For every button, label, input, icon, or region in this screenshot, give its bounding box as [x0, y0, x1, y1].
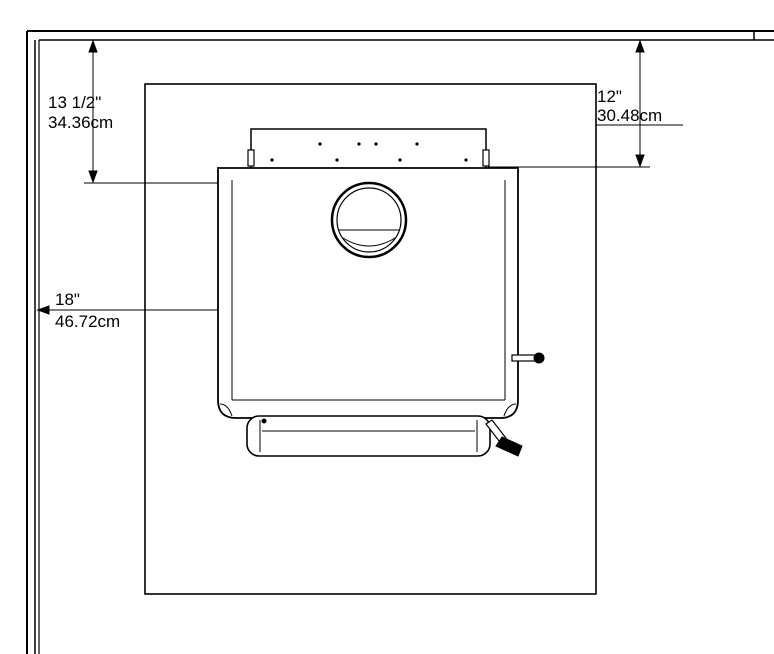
hearth-pad — [144, 83, 597, 595]
stove — [217, 128, 545, 457]
stove-body — [217, 167, 519, 419]
flue-collar — [330, 181, 408, 259]
rear-bracket — [250, 128, 487, 170]
front-lever — [485, 419, 523, 457]
top-right-metric-label: 30.48cm — [597, 106, 662, 125]
side-imperial-label: 18" — [55, 290, 80, 309]
ash-drawer — [246, 415, 491, 457]
side-metric-label: 46.72cm — [55, 312, 120, 331]
room-walls — [26, 30, 774, 654]
dimension-labels: 13 1/2" 34.36cm 12" 30.48cm 18" 46.72cm — [48, 87, 683, 331]
top-left-metric-label: 34.36cm — [48, 113, 113, 132]
top-right-imperial-label: 12" — [597, 87, 622, 106]
top-left-imperial-label: 13 1/2" — [48, 93, 101, 112]
side-handle — [511, 352, 545, 364]
